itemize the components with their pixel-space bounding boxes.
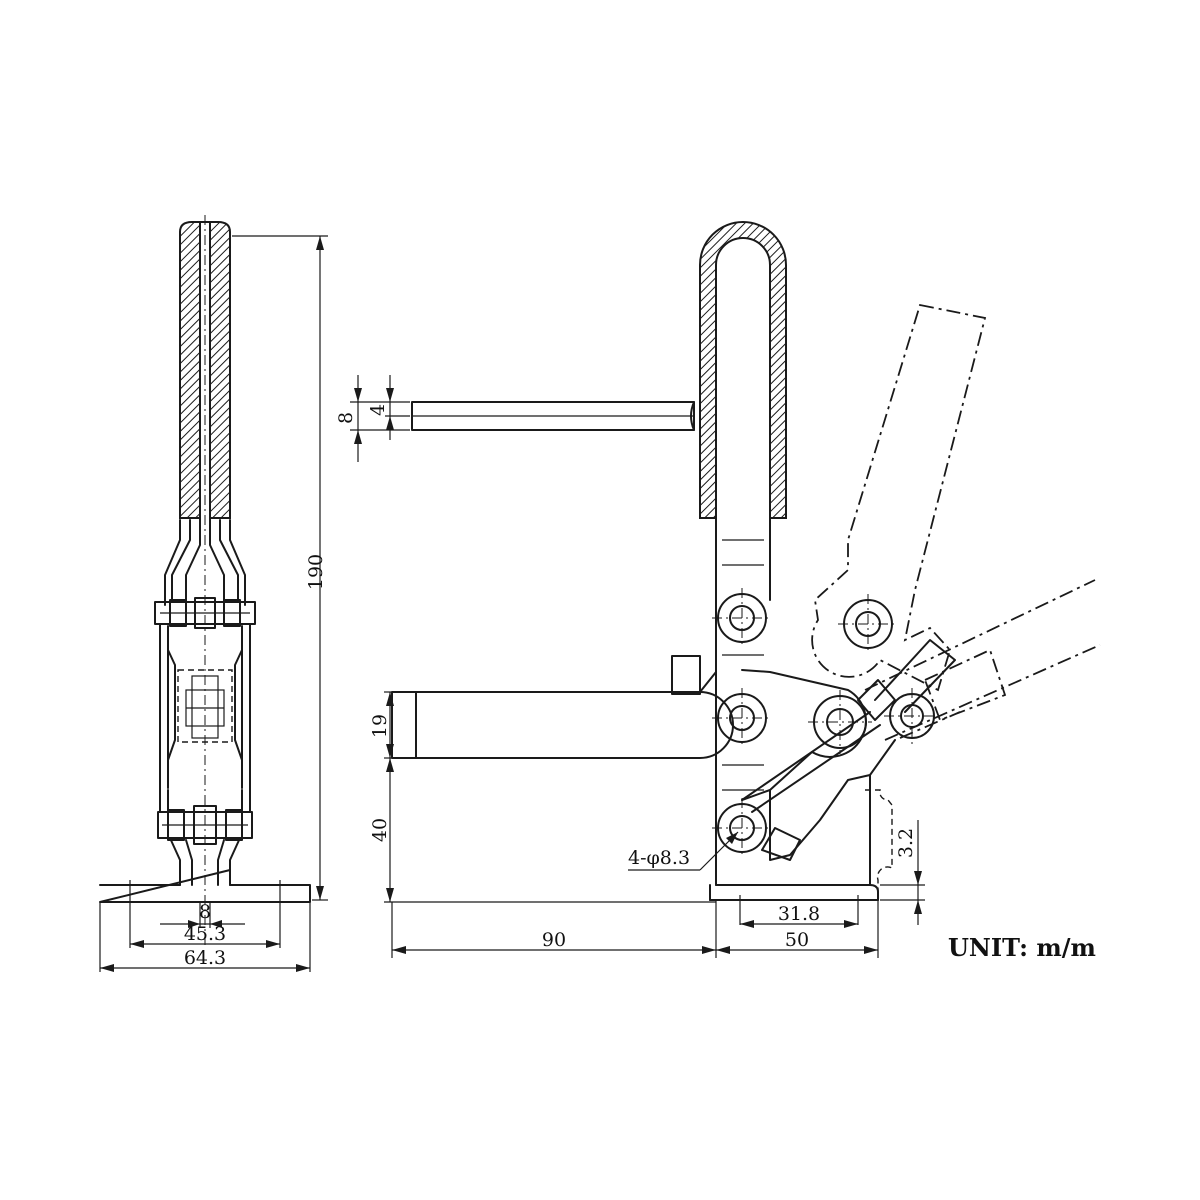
label-190: 190: [305, 554, 327, 590]
label-19: 19: [369, 714, 391, 738]
unit-label: UNIT: m/m: [948, 933, 1096, 962]
front-grip-right: [209, 221, 231, 519]
upper-pivot: [712, 588, 772, 648]
side-view: 8 4 19 40 4-φ8.3: [335, 221, 1101, 962]
side-grip: [699, 221, 787, 519]
front-body: [159, 623, 251, 791]
front-base: [99, 869, 311, 903]
dim-hole-spec: 4-φ8.3: [628, 831, 739, 871]
dim-reach: 90: [391, 900, 717, 958]
label-64-3: 64.3: [184, 947, 226, 969]
dim-spindle-height: 19: [369, 691, 394, 759]
open-handle-lower: [864, 579, 1101, 741]
dim-base-length: 50: [716, 900, 879, 958]
label-40: 40: [369, 818, 391, 842]
front-arms: [164, 519, 246, 606]
front-grip-left: [179, 221, 201, 519]
label-31-8: 31.8: [778, 903, 820, 925]
label-90: 90: [542, 929, 566, 951]
dim-pin-spacing: 8: [160, 901, 245, 928]
open-handle-upper: [811, 303, 987, 692]
dim-flange-thickness: 3.2: [880, 820, 925, 925]
dim-hole-spacing: 31.8: [740, 903, 858, 928]
clamp-body: [715, 739, 896, 886]
side-base: [709, 884, 879, 901]
label-3-2: 3.2: [895, 828, 917, 858]
dim-overall-height: 190: [232, 235, 328, 901]
label-45-3: 45.3: [184, 923, 226, 945]
dim-base-slot: 45.3: [129, 910, 281, 948]
label-8-front: 8: [199, 901, 211, 923]
label-hole-spec: 4-φ8.3: [628, 847, 690, 869]
dim-handle-section: 8 4: [335, 375, 410, 462]
label-4-section: 4: [367, 404, 389, 416]
label-50: 50: [785, 929, 809, 951]
dim-base-width: 64.3: [99, 902, 311, 972]
lower-pivot: [712, 798, 772, 858]
label-8-section: 8: [335, 412, 357, 424]
dim-base-height: 40: [369, 758, 716, 903]
clamp-arm: [391, 691, 734, 759]
front-view: 190 8 45.3 64.3: [99, 215, 328, 972]
middle-pivot: [712, 688, 772, 748]
